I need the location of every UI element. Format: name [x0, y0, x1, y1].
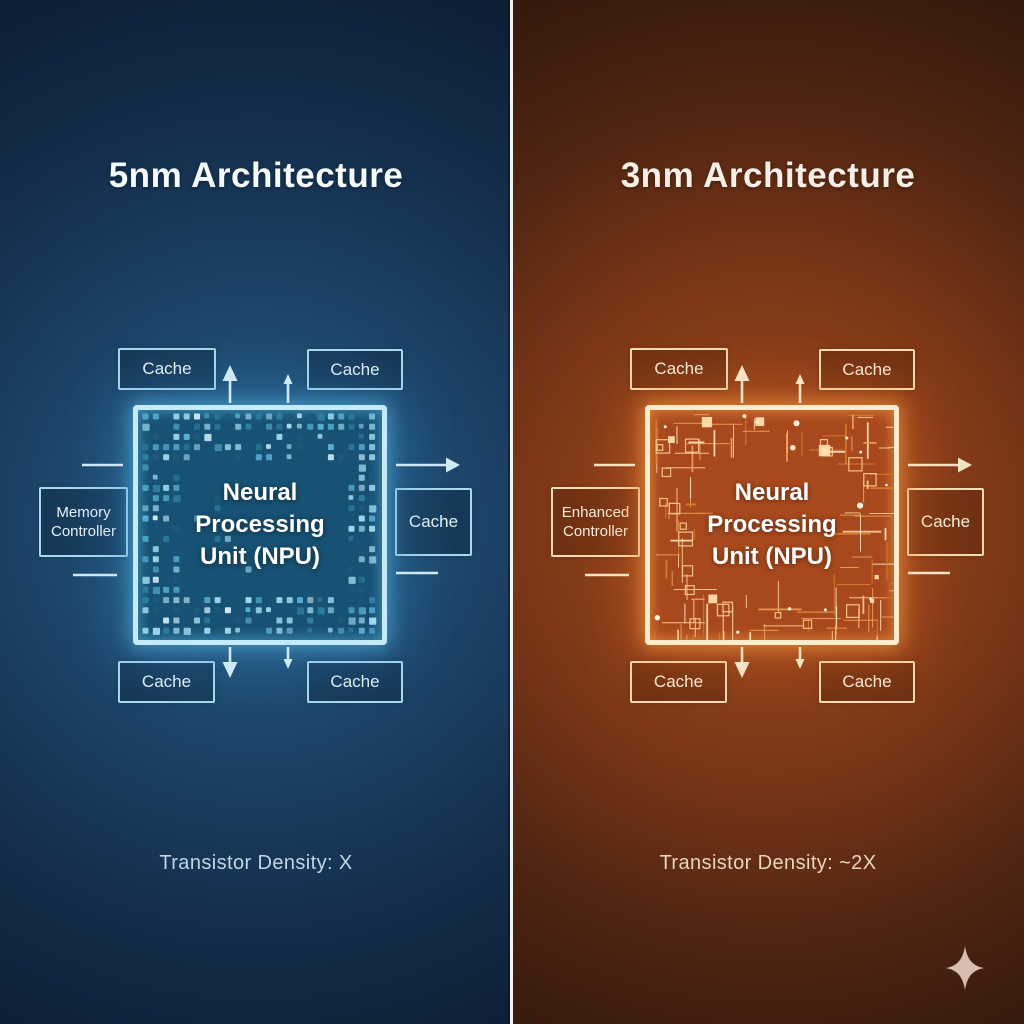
cache-label: Cache — [842, 672, 892, 691]
controller-line2: Controller — [50, 523, 117, 540]
npu-label: Neural Processing Unit (NPU) — [138, 410, 382, 640]
panel-5nm: 5nm Architecture Cache Cache Memory Cont… — [0, 0, 512, 1024]
arrow-up-icon — [734, 365, 750, 403]
cache-label: Cache — [653, 672, 704, 691]
cache-box-top-right: Cache — [819, 349, 915, 390]
cache-box-bottom-right: Cache — [819, 661, 915, 703]
cache-label: Cache — [408, 512, 459, 531]
npu-chip-5nm: Neural Processing Unit (NPU) — [133, 405, 387, 645]
arrow-up-small-icon — [283, 374, 293, 403]
panel-divider — [510, 0, 513, 1024]
cache-box-bottom-right: Cache — [307, 661, 403, 703]
density-caption-5nm: Transistor Density: X — [159, 852, 353, 874]
cache-label: Cache — [920, 512, 971, 531]
cache-box-bottom-left: Cache — [118, 661, 215, 703]
npu-chip-3nm: Neural Processing Unit (NPU) — [645, 405, 899, 645]
arrow-down-icon — [734, 647, 750, 678]
npu-label: Neural Processing Unit (NPU) — [650, 410, 894, 640]
npu-label-line2: Processing — [707, 511, 837, 539]
memory-controller-box: Memory Controller — [39, 487, 128, 557]
panel-title-3nm: 3nm Architecture — [620, 156, 916, 195]
cache-label: Cache — [842, 359, 892, 379]
density-caption-3nm: Transistor Density: ~2X — [659, 852, 877, 874]
arrow-down-icon — [222, 647, 238, 678]
arrow-right-icon — [908, 457, 972, 473]
cache-label: Cache — [654, 359, 704, 378]
sparkle-shape — [945, 945, 985, 991]
arrow-down-small-icon — [795, 647, 805, 669]
cache-label: Cache — [330, 672, 380, 691]
npu-label-line1: Neural — [222, 479, 298, 507]
controller-label: Memory Controller — [51, 503, 116, 542]
npu-label-line2: Processing — [195, 511, 325, 539]
cache-label: Cache — [142, 359, 192, 378]
controller-label: Enhanced Controller — [562, 503, 630, 542]
panel-3nm: 3nm Architecture Cache Cache Enhanced Co… — [512, 0, 1024, 1024]
cache-label: Cache — [141, 672, 192, 691]
sparkle-icon — [945, 945, 985, 991]
cache-box-top-right: Cache — [307, 349, 403, 390]
npu-label-line3: Unit (NPU) — [712, 542, 832, 570]
cache-box-top-left: Cache — [630, 348, 728, 390]
arrow-down-small-icon — [283, 647, 293, 669]
enhanced-controller-box: Enhanced Controller — [551, 487, 640, 557]
cache-box-bottom-left: Cache — [630, 661, 727, 703]
controller-line1: Memory — [56, 503, 111, 521]
circuit-trace-pattern — [654, 414, 894, 640]
controller-line1: Enhanced — [561, 503, 630, 521]
arrow-up-icon — [222, 365, 238, 403]
transistor-dot-pattern — [142, 413, 377, 635]
cache-box-right: Cache — [395, 488, 472, 556]
arrow-right-icon — [396, 457, 460, 473]
cache-label: Cache — [330, 359, 380, 379]
cache-box-right: Cache — [907, 488, 984, 556]
panel-title-5nm: 5nm Architecture — [108, 156, 404, 195]
cache-box-top-left: Cache — [118, 348, 216, 390]
arrow-up-small-icon — [795, 374, 805, 403]
npu-label-line1: Neural — [734, 479, 810, 507]
controller-line2: Controller — [562, 523, 629, 540]
npu-label-line3: Unit (NPU) — [200, 542, 320, 570]
